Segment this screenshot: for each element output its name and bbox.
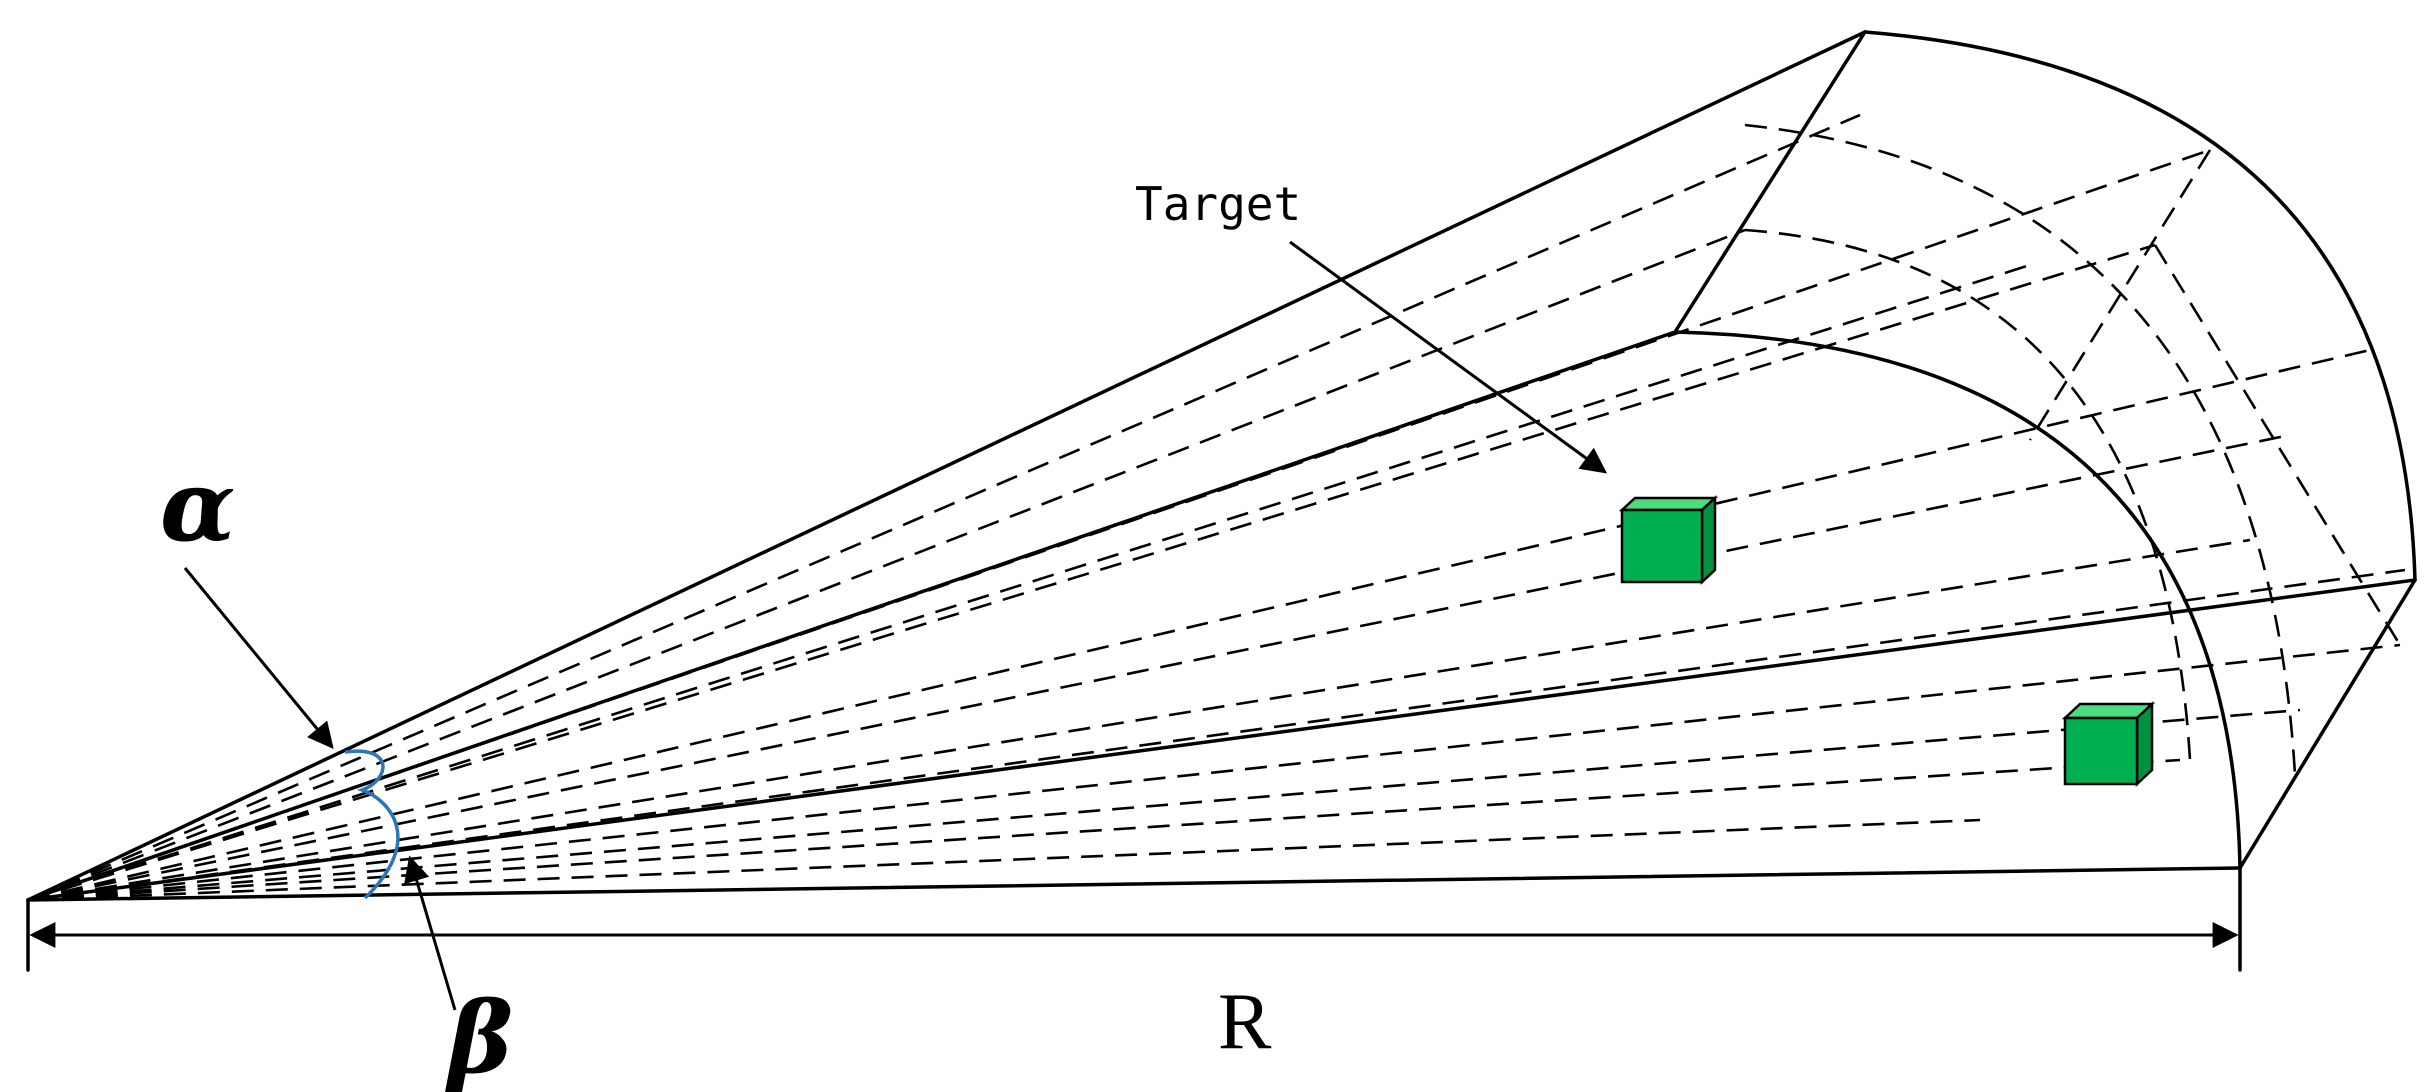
target-cube-1 bbox=[1618, 495, 1719, 585]
beam-line bbox=[27, 263, 2031, 902]
middle-edge bbox=[26, 578, 2417, 902]
cross-line bbox=[2028, 149, 2212, 441]
alpha-pointer-arrow bbox=[183, 567, 334, 750]
beam-line bbox=[27, 538, 2251, 902]
target-cube-2 bbox=[2061, 701, 2156, 787]
target-cube-top bbox=[1618, 496, 1719, 512]
beam-line bbox=[27, 113, 1861, 902]
beam-line bbox=[27, 568, 2406, 902]
beam-line bbox=[27, 433, 2291, 902]
target-label: Target bbox=[1135, 177, 1301, 231]
cross-line bbox=[2153, 244, 2402, 646]
angle-arcs bbox=[344, 749, 400, 900]
far-arc-inner bbox=[1673, 330, 2242, 870]
inner-edge bbox=[26, 330, 1677, 902]
beam-line bbox=[27, 758, 2181, 902]
bottom-edge bbox=[26, 866, 2242, 902]
range-arcs-dashed bbox=[1744, 123, 2402, 776]
alpha-angle-arc bbox=[344, 749, 400, 900]
far-arc-outer bbox=[1863, 30, 2417, 582]
range-label: R bbox=[1218, 978, 1272, 1066]
target-cube-front bbox=[1620, 508, 1704, 584]
beam-line bbox=[27, 818, 1981, 902]
target-cube-side bbox=[1700, 495, 1717, 585]
target-pointer-arrow bbox=[1289, 240, 1608, 474]
beam-line bbox=[27, 228, 1746, 902]
beam-lines bbox=[27, 113, 2406, 902]
upper-edge bbox=[26, 30, 1867, 902]
far-arc-outer-dashed bbox=[1744, 123, 2297, 776]
bottom-connector bbox=[2238, 578, 2417, 870]
beta-label: β bbox=[444, 981, 513, 1092]
beam-line bbox=[27, 243, 2156, 902]
beam-line bbox=[27, 643, 2401, 902]
sector-outline bbox=[26, 30, 2417, 902]
far-arc-inner-dashed bbox=[1744, 228, 2192, 761]
beam-line bbox=[27, 348, 2371, 902]
top-connector bbox=[1673, 30, 1867, 334]
target-cube-front bbox=[2063, 716, 2139, 786]
alpha-label: α bbox=[160, 449, 235, 564]
target-cube-side bbox=[2135, 701, 2154, 787]
range-dimension bbox=[26, 866, 2242, 972]
